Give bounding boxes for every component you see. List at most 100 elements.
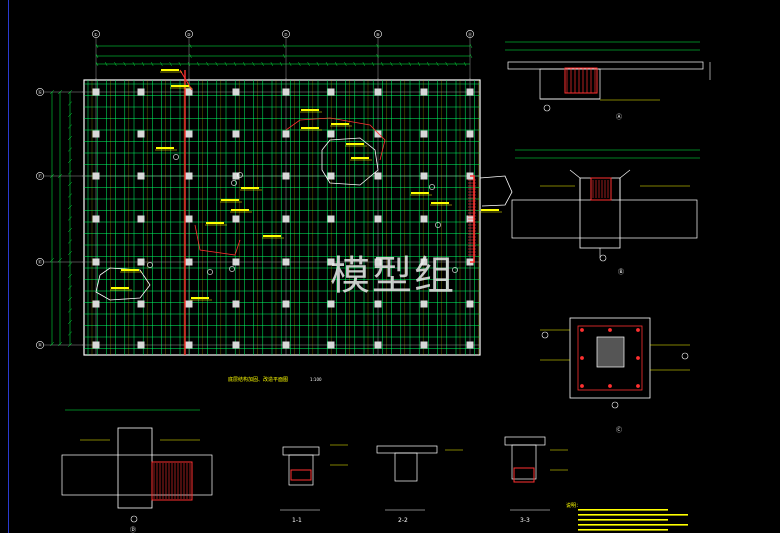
dimension-tick: [279, 61, 283, 67]
dimension-tick: [67, 101, 73, 106]
dimension-tick: [67, 181, 73, 187]
plan-column: [327, 341, 335, 349]
slab: [504, 436, 546, 446]
dimension-tick: [67, 262, 73, 267]
dimension-tick: [233, 61, 237, 67]
dimension-tick: [270, 61, 273, 67]
jacket: [590, 177, 612, 201]
plan-column: [137, 130, 145, 138]
axis-label: Ⓖ: [38, 89, 42, 95]
callout-bubble: [611, 401, 619, 409]
dimension-tick: [67, 308, 73, 313]
dimension-tick: [67, 158, 73, 164]
dimension-tick: [381, 61, 384, 67]
plan-column: [232, 130, 240, 138]
dimension-tick: [67, 147, 73, 152]
plan-column: [282, 300, 290, 308]
dimension-tick: [197, 61, 200, 67]
dimension-tick: [132, 61, 135, 67]
axis-bubble: [36, 258, 44, 266]
axis-bubble: [282, 30, 290, 38]
rebar-dot: [636, 328, 640, 332]
annotation-text: [221, 199, 239, 201]
note-line: [578, 514, 688, 516]
plan-column: [92, 341, 100, 349]
axis-label: Ⓕ: [38, 173, 42, 179]
slab: [282, 446, 320, 456]
annotation-text: [351, 157, 369, 159]
plan-column: [232, 215, 240, 223]
dimension-tick: [289, 61, 292, 67]
notes-block: [578, 509, 688, 531]
axis-label: ①: [94, 32, 98, 37]
dimension-tick: [376, 53, 379, 59]
dimension-tick: [67, 331, 73, 336]
axis-bubble: [92, 30, 100, 38]
plan-column: [282, 341, 290, 349]
plan-column: [92, 300, 100, 308]
jacket: [513, 467, 535, 483]
axis-label: ③: [187, 32, 191, 37]
dimension-tick: [224, 61, 227, 67]
dimension-tick: [67, 193, 73, 198]
plan-column: [327, 130, 335, 138]
dimension-tick: [67, 250, 73, 256]
dimension-tick: [67, 227, 73, 233]
plan-column: [232, 341, 240, 349]
rebar-dot: [580, 356, 584, 360]
dimension-tick: [67, 285, 73, 290]
axis-bubble: [36, 88, 44, 96]
bracket: [619, 169, 631, 200]
note-line: [578, 524, 688, 526]
dimension-tick: [189, 53, 192, 59]
column-section: [579, 177, 621, 249]
dimension-tick: [469, 43, 473, 49]
dimension-tick: [335, 61, 338, 67]
plan-column: [374, 341, 382, 349]
plan-column: [185, 172, 193, 180]
plan-column: [92, 258, 100, 266]
dimension-tick: [215, 61, 218, 67]
detail-b: [511, 149, 700, 262]
plan-column: [282, 130, 290, 138]
dimension-tick: [187, 61, 191, 67]
plan-column: [282, 88, 290, 96]
dimension-tick: [390, 61, 393, 67]
dimension-tick: [67, 216, 73, 221]
plan-column: [466, 341, 474, 349]
callout-bubble: [541, 331, 549, 339]
dimension-tick: [57, 341, 63, 347]
plan-column: [92, 172, 100, 180]
beam: [507, 61, 704, 70]
dimension-tick: [160, 61, 163, 67]
rebar-dot: [608, 384, 612, 388]
plan-column: [232, 88, 240, 96]
annotation-text: [171, 85, 189, 87]
dimension-tick: [123, 61, 126, 67]
plan-column: [282, 172, 290, 180]
axis-label: ⑦: [284, 32, 288, 37]
axis-bubble: [36, 172, 44, 180]
detail-a: [505, 41, 711, 112]
dimension-tick: [344, 61, 347, 67]
plan-column: [185, 130, 193, 138]
beam-section: [511, 444, 537, 480]
dimension-tick: [325, 61, 329, 67]
plan-column: [327, 172, 335, 180]
dimension-tick: [316, 61, 319, 67]
axis-bubble: [185, 30, 193, 38]
rebar-dot: [608, 328, 612, 332]
plan-column: [327, 215, 335, 223]
slab: [376, 445, 438, 454]
section-1-label: 1-1: [292, 517, 302, 524]
plan-column: [185, 258, 193, 266]
column-section: [117, 427, 153, 509]
revision-cloud: [321, 137, 379, 186]
jacket-outline: [577, 325, 643, 391]
dimension-tick: [427, 61, 430, 67]
dimension-tick: [417, 61, 421, 67]
plan-column: [374, 130, 382, 138]
dimension-tick: [67, 112, 73, 118]
detail-c-label: Ⓒ: [616, 426, 622, 434]
dimension-tick: [141, 61, 145, 67]
